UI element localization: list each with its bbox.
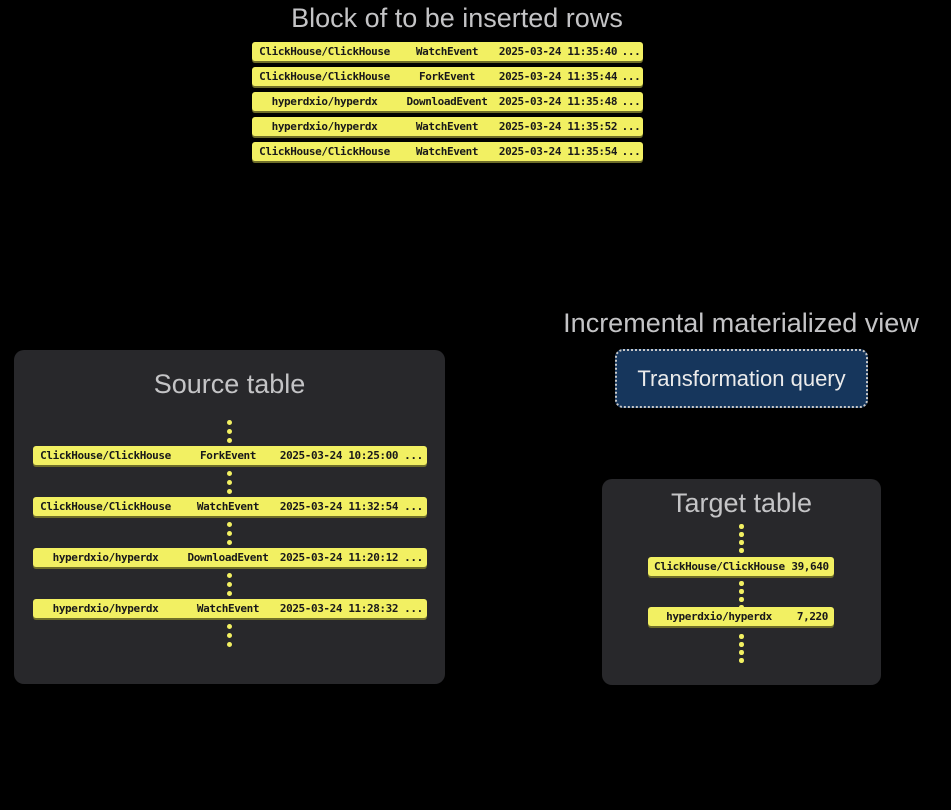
row-count: 39,640: [791, 560, 829, 573]
row-timestamp: 2025-03-24 11:35:40: [498, 45, 618, 58]
source-row: ClickHouse/ClickHouse WatchEvent 2025-03…: [33, 497, 427, 516]
ellipsis-dots: [602, 634, 881, 663]
ellipsis-dots: [602, 524, 881, 553]
row-timestamp: 2025-03-24 11:32:54: [279, 500, 399, 513]
insert-row: hyperdxio/hyperdx DownloadEvent 2025-03-…: [252, 92, 643, 111]
row-timestamp: 2025-03-24 11:35:48: [498, 95, 618, 108]
row-event: DownloadEvent: [406, 95, 488, 108]
insert-row: ClickHouse/ClickHouse ForkEvent 2025-03-…: [252, 67, 643, 86]
row-repo: hyperdxio/hyperdx: [271, 95, 378, 108]
row-repo: ClickHouse/ClickHouse: [40, 449, 171, 462]
row-event: DownloadEvent: [187, 551, 269, 564]
insert-row: hyperdxio/hyperdx WatchEvent 2025-03-24 …: [252, 117, 643, 136]
row-event: WatchEvent: [196, 500, 260, 513]
row-timestamp: 2025-03-24 11:20:12: [279, 551, 399, 564]
row-count: 7,220: [796, 610, 829, 623]
source-row: hyperdxio/hyperdx WatchEvent 2025-03-24 …: [33, 599, 427, 618]
row-event: WatchEvent: [415, 45, 479, 58]
row-ellipsis: ...: [404, 449, 423, 462]
row-ellipsis: ...: [621, 45, 641, 58]
row-repo: ClickHouse/ClickHouse: [40, 500, 171, 513]
ellipsis-dots: [602, 581, 881, 610]
source-table-title: Source table: [153, 369, 306, 399]
ellipsis-dots: [14, 420, 445, 443]
row-timestamp: 2025-03-24 11:28:32: [279, 602, 399, 615]
target-table-panel: Target table ClickHouse/ClickHouse 39,64…: [602, 479, 881, 685]
row-ellipsis: ...: [404, 500, 423, 513]
row-repo: ClickHouse/ClickHouse: [259, 70, 390, 83]
target-row: hyperdxio/hyperdx 7,220: [648, 607, 834, 626]
materialized-view-title: Incremental materialized view: [563, 308, 919, 338]
row-event: ForkEvent: [199, 449, 256, 462]
insert-row: ClickHouse/ClickHouse WatchEvent 2025-03…: [252, 42, 643, 61]
source-row: ClickHouse/ClickHouse ForkEvent 2025-03-…: [33, 446, 427, 465]
row-repo: ClickHouse/ClickHouse: [259, 145, 390, 158]
row-repo: hyperdxio/hyperdx: [52, 551, 159, 564]
insert-row: ClickHouse/ClickHouse WatchEvent 2025-03…: [252, 142, 643, 161]
row-event: ForkEvent: [418, 70, 475, 83]
source-row: hyperdxio/hyperdx DownloadEvent 2025-03-…: [33, 548, 427, 567]
row-timestamp: 2025-03-24 11:35:52: [498, 120, 618, 133]
ellipsis-dots: [14, 471, 445, 494]
row-repo: hyperdxio/hyperdx: [271, 120, 378, 133]
row-event: WatchEvent: [415, 145, 479, 158]
source-table-panel: Source table ClickHouse/ClickHouse ForkE…: [14, 350, 445, 684]
row-ellipsis: ...: [621, 145, 641, 158]
row-ellipsis: ...: [404, 602, 423, 615]
target-table-title: Target table: [670, 488, 813, 518]
ellipsis-dots: [14, 522, 445, 545]
ellipsis-dots: [14, 624, 445, 647]
target-row: ClickHouse/ClickHouse 39,640: [648, 557, 834, 576]
row-repo: ClickHouse/ClickHouse: [654, 560, 785, 573]
row-ellipsis: ...: [621, 70, 641, 83]
row-ellipsis: ...: [404, 551, 423, 564]
row-ellipsis: ...: [621, 120, 641, 133]
row-repo: ClickHouse/ClickHouse: [259, 45, 390, 58]
row-repo: hyperdxio/hyperdx: [52, 602, 159, 615]
row-timestamp: 2025-03-24 10:25:00: [279, 449, 399, 462]
row-event: WatchEvent: [196, 602, 260, 615]
row-timestamp: 2025-03-24 11:35:44: [498, 70, 618, 83]
ellipsis-dots: [14, 573, 445, 596]
row-repo: hyperdxio/hyperdx: [666, 610, 772, 623]
row-timestamp: 2025-03-24 11:35:54: [498, 145, 618, 158]
transformation-query-button[interactable]: Transformation query: [615, 349, 868, 408]
insert-block-title: Block of to be inserted rows: [291, 3, 623, 33]
row-event: WatchEvent: [415, 120, 479, 133]
row-ellipsis: ...: [621, 95, 641, 108]
